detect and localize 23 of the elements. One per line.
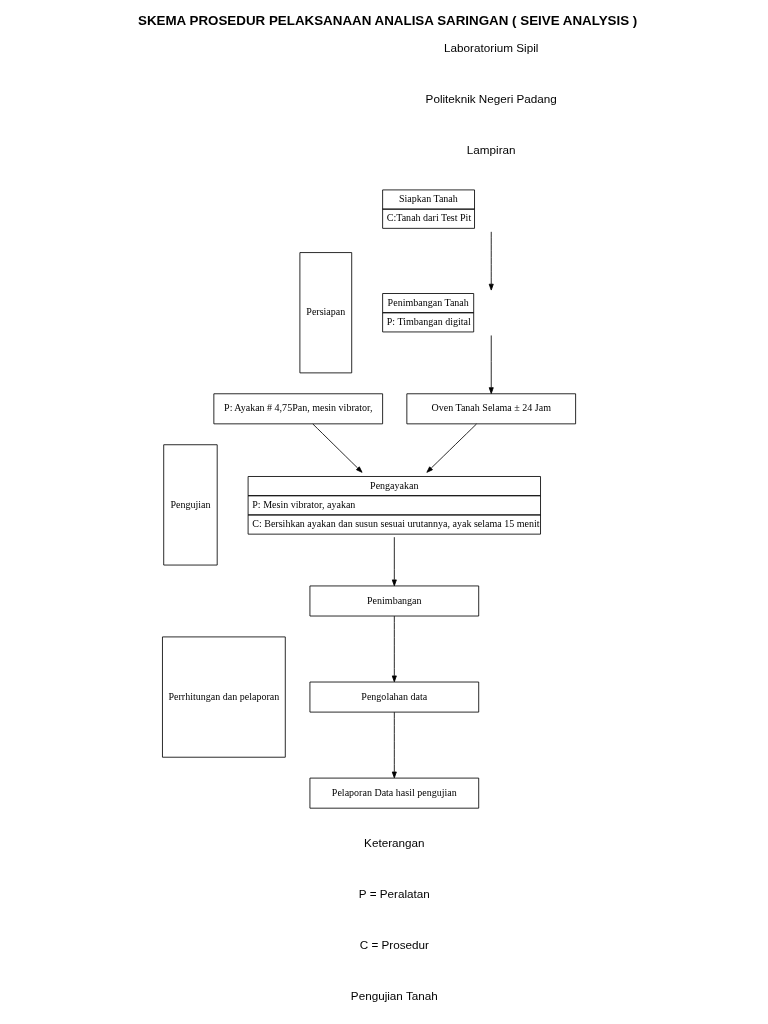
- arrow: [391, 615, 397, 683]
- label: Lampiran: [466, 142, 516, 156]
- arrow: [488, 231, 494, 291]
- label: Laboratorium Sipil: [443, 40, 538, 54]
- node-box: Pengolahan data: [309, 681, 479, 713]
- arrow: [311, 423, 362, 473]
- label: Keterangan: [363, 836, 425, 850]
- node-box: Pengujian: [162, 444, 218, 566]
- arrow: [391, 536, 397, 587]
- node-box: P: Ayakan # 4,75Pan, mesin vibrator,: [212, 393, 383, 425]
- arrow: [391, 711, 397, 779]
- node-box: Persiapan: [299, 252, 352, 374]
- node-box: Pelaporan Data hasil pengujian: [309, 777, 479, 809]
- diagram-title: SKEMA PROSEDUR PELAKSANAAN ANALISA SARINGAN ( SEIVE ANALYSIS ): [137, 13, 637, 29]
- label: Politeknik Negeri Padang: [425, 91, 557, 105]
- arrow: [488, 335, 494, 394]
- arrow: [425, 423, 477, 473]
- label: P = Peralatan: [358, 887, 430, 901]
- node-box: Oven Tanah Selama ± 24 Jam: [405, 393, 576, 425]
- node-box: Perrhitungan dan pelaporan: [161, 636, 286, 758]
- label: Pengujian Tanah: [350, 989, 438, 1003]
- node-box: Penimbangan: [309, 585, 479, 617]
- label: C = Prosedur: [359, 938, 429, 952]
